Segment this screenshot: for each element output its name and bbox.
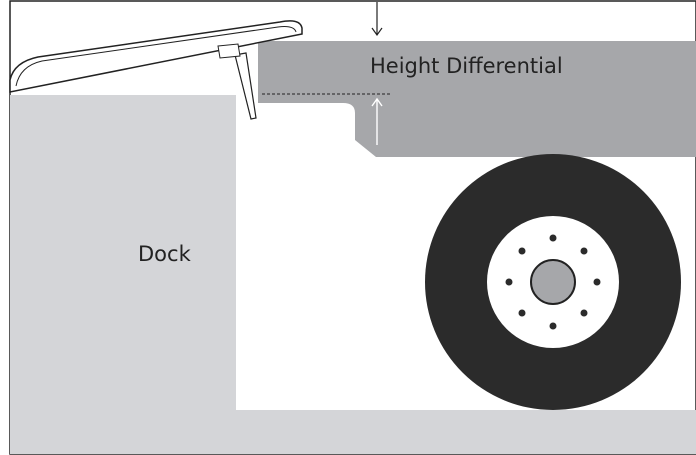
height-differential-label: Height Differential: [370, 54, 563, 78]
dock-label: Dock: [138, 242, 191, 266]
lug-nut: [549, 322, 557, 330]
arrow-up-icon: [371, 97, 383, 107]
trailer-bed: [258, 41, 696, 157]
lug-nut: [580, 247, 588, 255]
lug-nut: [580, 309, 588, 317]
lug-nut: [593, 278, 601, 286]
dock-leveler-lip: [234, 52, 257, 120]
lug-nut: [549, 234, 557, 242]
dock-leveler-plate: [9, 20, 303, 93]
lug-nut: [518, 247, 526, 255]
dock-leveler-plate-inner: [15, 26, 297, 87]
lug-nuts: [505, 234, 601, 330]
wheel-hub: [530, 259, 576, 305]
dock-block: [10, 95, 696, 454]
lug-nut: [505, 278, 513, 286]
leveler-hinge-plate: [217, 43, 241, 59]
arrow-down-icon: [371, 27, 383, 37]
lug-nut: [518, 309, 526, 317]
